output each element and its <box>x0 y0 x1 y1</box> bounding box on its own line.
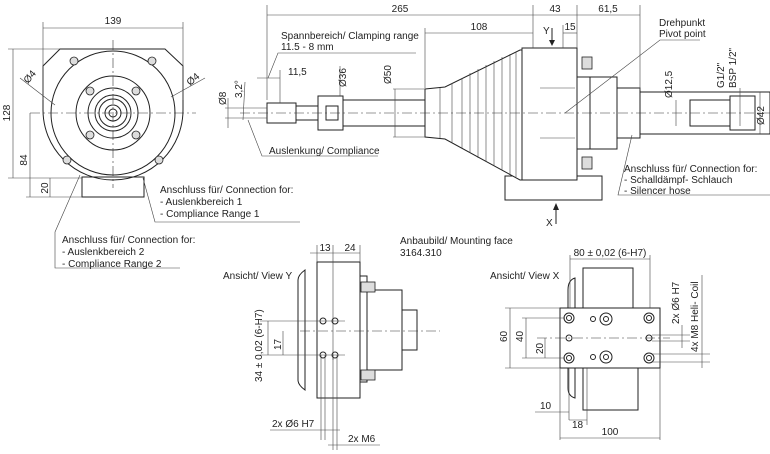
dim-61-5: 61,5 <box>598 4 618 15</box>
dim-80: 80 ± 0,02 (6-H7) <box>574 248 647 259</box>
dim-15: 15 <box>564 22 576 33</box>
arrow-y-label: Y <box>543 26 550 37</box>
dia-4-left: Ø4 <box>22 68 39 86</box>
side-view: 265 43 61,5 108 15 Y Spannbereich/ Clamp… <box>218 4 770 229</box>
dim-60: 60 <box>499 330 510 342</box>
front-view: 139 128 84 20 Ø4 Ø4 Anschluss für/ Conne… <box>2 16 300 270</box>
connection-2-line-3: - Compliance Range 2 <box>62 259 162 270</box>
dim-43: 43 <box>549 4 561 15</box>
connection-2-line-2: - Auslenkbereich 2 <box>62 247 145 258</box>
clamping-range-value: 11.5 - 8 mm <box>281 42 334 53</box>
thread-bsp12: BSP 1/2" <box>728 47 739 88</box>
dim-17: 17 <box>273 338 284 350</box>
mounting-face-title: Anbaubild/ Mounting face <box>400 236 513 247</box>
dim-20: 20 <box>40 182 51 194</box>
dia-12-5: Ø12,5 <box>664 70 675 98</box>
view-x-holes: 2x Ø6 H7 <box>671 281 682 324</box>
dim-84: 84 <box>19 154 30 166</box>
connection-1-label: Anschluss für/ Connection for: <box>160 185 293 196</box>
view-y-holes: 2x Ø6 H7 <box>272 419 315 430</box>
view-x-title: Ansicht/ View X <box>490 271 560 282</box>
dia-8: Ø8 <box>218 91 229 105</box>
thread-g12: G1/2" <box>716 62 727 88</box>
dim-13: 13 <box>319 243 331 254</box>
compliance-label: Auslenkung/ Compliance <box>269 146 380 157</box>
dim-100: 100 <box>602 427 619 438</box>
silencer-connection-line-2: - Schalldämpf- Schlauch <box>624 175 732 186</box>
silencer-connection-label: Anschluss für/ Connection for: <box>624 164 757 175</box>
dia-36: Ø36 <box>338 68 349 87</box>
silencer-connection-line-3: - Silencer hose <box>624 186 691 197</box>
view-x: Ansicht/ View X 80 ± 0,02 (6-H7) 60 40 2… <box>490 248 710 440</box>
view-y-title: Ansicht/ View Y <box>223 271 292 282</box>
clamping-range-label: Spannbereich/ Clamping range <box>281 31 419 42</box>
pivot-label-de: Drehpunkt <box>659 18 705 29</box>
view-y-threads: 2x M6 <box>348 434 376 445</box>
dia-42: Ø42 <box>756 106 767 125</box>
dim-265: 265 <box>392 4 409 15</box>
dim-10: 10 <box>540 401 552 412</box>
arrow-x-label: X <box>546 218 553 229</box>
view-x-threads: 4x M8 Heli- Coil <box>690 281 701 352</box>
dim-24: 24 <box>344 243 356 254</box>
connection-2-label: Anschluss für/ Connection for: <box>62 235 195 246</box>
dim-40: 40 <box>515 330 526 342</box>
angle-3-2: 3,2° <box>234 80 245 98</box>
dim-108: 108 <box>471 22 488 33</box>
connection-1-line-2: - Auslenkbereich 1 <box>160 197 243 208</box>
dim-128: 128 <box>2 104 13 121</box>
dim-139: 139 <box>105 16 122 27</box>
dim-11-5: 11,5 <box>288 67 307 78</box>
dim-18: 18 <box>572 420 584 431</box>
mounting-face-number: 3164.310 <box>400 248 442 259</box>
pivot-label-en: Pivot point <box>659 29 706 40</box>
dim-20-x: 20 <box>535 342 546 354</box>
dia-4-right: Ø4 <box>185 71 203 88</box>
dia-50: Ø50 <box>383 65 394 84</box>
dim-34: 34 ± 0,02 (6-H7) <box>254 309 265 382</box>
connection-1-line-3: - Compliance Range 1 <box>160 209 260 220</box>
view-y: Ansicht/ View Y 13 24 34 ± 0,02 (6-H7) 1… <box>223 243 440 450</box>
